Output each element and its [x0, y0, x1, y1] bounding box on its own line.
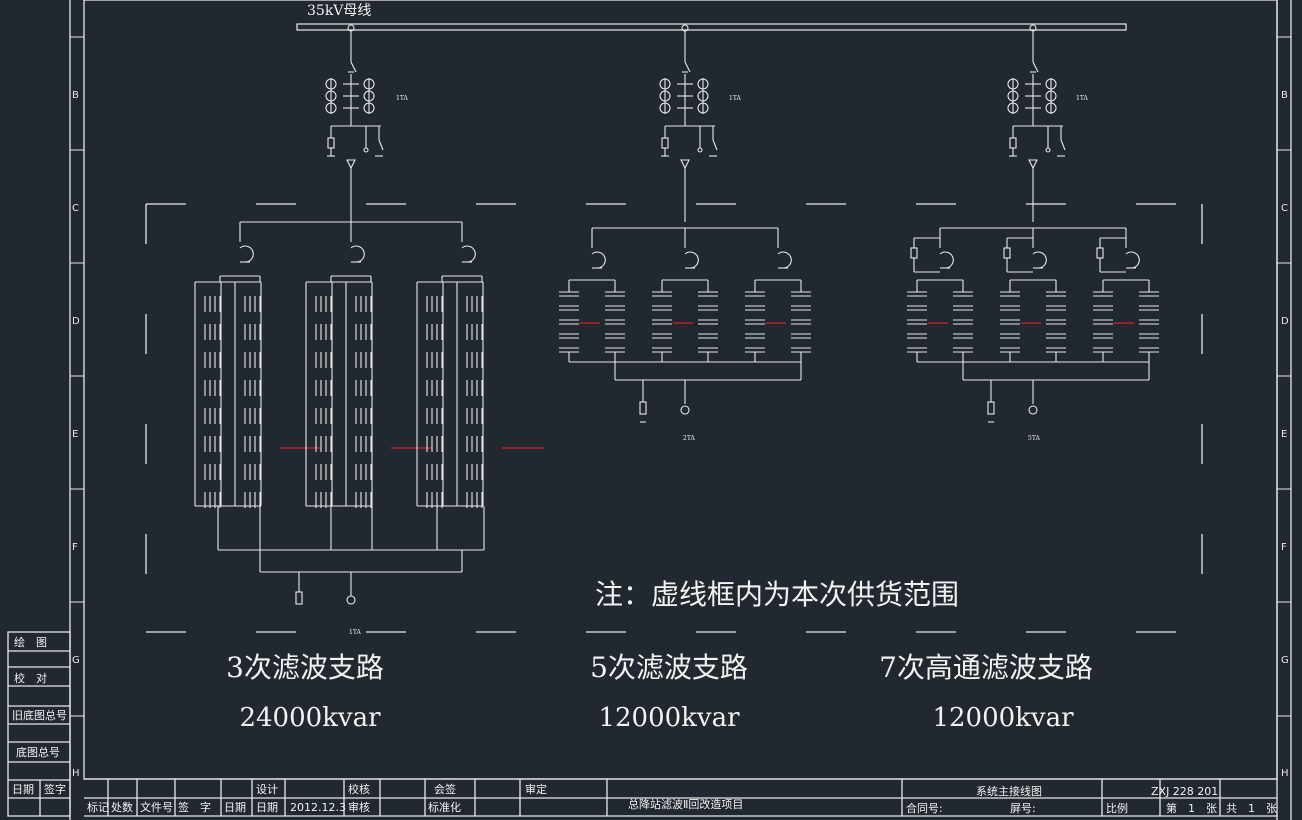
- tb-date-col: 日期: [224, 801, 246, 814]
- unbalance-ct: [1028, 405, 1038, 415]
- left-check: 校 对: [14, 671, 47, 685]
- zone-letter-right: G: [1281, 655, 1289, 666]
- branch-capacity-3rd: 24000kvar: [239, 703, 381, 733]
- tb-design: 设计: [256, 783, 278, 796]
- reactor-coil: [591, 251, 606, 269]
- tb-contract: 合同号:: [906, 801, 943, 815]
- damping-resistor: [1096, 247, 1104, 259]
- zone-letter-left: E: [72, 429, 78, 440]
- earth-switch: [1060, 139, 1066, 151]
- bank-7th: [907, 227, 1159, 423]
- reactor-coil: [461, 245, 476, 263]
- zone-letter-left: D: [72, 316, 80, 327]
- disconnector-blade: [350, 61, 357, 73]
- zone-letter-left: C: [72, 203, 79, 214]
- zone-letter-left: F: [72, 542, 78, 553]
- earth-switch: [712, 139, 718, 151]
- feed-arrow: [346, 159, 356, 170]
- tb-count: 处数: [111, 801, 133, 814]
- unbalance-ct-label-2: 2TA: [683, 435, 695, 442]
- zone-letter-left: B: [72, 90, 79, 101]
- left-draw: 绘 图: [14, 635, 47, 649]
- branch-capacity-5th: 12000kvar: [598, 703, 740, 733]
- surge-arrester: [661, 137, 669, 149]
- feed-arrow: [680, 159, 690, 170]
- branch-capacity-7th: 12000kvar: [932, 703, 1074, 733]
- surge-arrester: [987, 401, 995, 415]
- surge-arrester: [295, 591, 303, 605]
- tb-approve: 审定: [525, 782, 547, 796]
- tb-sheet: 第 1 张: [1166, 801, 1217, 815]
- left-record-block: 绘 图 校 对 旧底图总号 底图总号 日期 签字: [12, 635, 67, 796]
- unbalance-ct: [680, 405, 690, 415]
- left-old-base: 旧底图总号: [12, 708, 67, 722]
- zone-letter-right: B: [1281, 90, 1288, 101]
- left-date: 日期: [12, 783, 34, 796]
- scope-note: 注：虚线框内为本次供货范围: [595, 578, 959, 611]
- earth-switch: [378, 139, 384, 151]
- damping-resistor: [1003, 247, 1011, 259]
- zone-letter-right: F: [1281, 542, 1287, 553]
- feeder-1: [325, 24, 384, 222]
- bank-3rd: [194, 221, 544, 605]
- reactor-coil: [939, 251, 954, 269]
- tb-drawing-name: 系统主接线图: [976, 784, 1042, 798]
- unbalance-ct: [346, 595, 356, 605]
- left-base: 底图总号: [16, 745, 60, 759]
- tb-drawing-no: ZXJ 228 201: [1151, 785, 1218, 798]
- feeder-ct-label-2: 1TA: [729, 95, 741, 102]
- tb-countersign: 会签: [434, 782, 456, 796]
- tb-proofread: 校核: [348, 782, 370, 796]
- feeder-ct-label-3: 1TA: [1076, 95, 1088, 102]
- reactor-coil: [1125, 251, 1140, 269]
- zone-letter-right: H: [1281, 768, 1289, 779]
- unbalance-ct-label-1: 1TA: [349, 629, 361, 636]
- branch-name-5th: 5次滤波支路: [590, 651, 748, 684]
- damping-resistor: [910, 247, 918, 259]
- reactor-coil: [777, 251, 792, 269]
- surge-arrester: [327, 137, 335, 149]
- branch-name-7th: 7次高通滤波支路: [879, 651, 1093, 684]
- indicator: [697, 147, 703, 153]
- reactor-coil: [239, 245, 254, 263]
- tb-scale: 比例: [1106, 801, 1128, 815]
- tb-signature: 签 字: [178, 800, 211, 814]
- tb-screen: 屏号:: [1010, 802, 1036, 815]
- surge-arrester: [1009, 137, 1017, 149]
- indicator: [1045, 147, 1051, 153]
- zone-letter-left: G: [72, 655, 80, 666]
- bus-label: 35kV母线: [307, 3, 371, 19]
- busbar-35kv: 35kV母线: [296, 3, 1127, 31]
- disconnector-blade: [1032, 61, 1039, 73]
- feed-arrow: [1028, 159, 1038, 170]
- left-sign: 签字: [44, 782, 66, 796]
- tb-date-value: 2012.12.3: [290, 801, 346, 814]
- tb-file-no: 文件号: [140, 800, 173, 814]
- tb-project: 总降站滤波Ⅱ回改造项目: [628, 797, 743, 811]
- tb-review: 审核: [348, 800, 370, 814]
- zone-letter-left: H: [72, 768, 80, 779]
- tb-standardize: 标准化: [428, 800, 461, 814]
- disconnector-blade: [684, 61, 691, 73]
- tb-mark: 标记: [87, 800, 109, 814]
- tb-date-label: 日期: [256, 801, 278, 814]
- branch-name-3rd: 3次滤波支路: [226, 651, 384, 684]
- tb-total: 共 1 张: [1226, 802, 1277, 815]
- zone-letter-right: C: [1281, 203, 1288, 214]
- zone-letter-right: E: [1281, 429, 1287, 440]
- feeder-2: [659, 24, 718, 222]
- indicator: [363, 147, 369, 153]
- title-block: 标记 处数 文件号 签 字 日期 设计 日期 2012.12.3 校核 审核 会…: [87, 782, 1277, 815]
- surge-arrester: [639, 401, 647, 415]
- zone-letter-right: D: [1281, 316, 1289, 327]
- feeder-3: [1007, 24, 1066, 222]
- bank-5th: [559, 227, 811, 423]
- feeder-ct-label-1: 1TA: [396, 95, 408, 102]
- reactor-coil: [350, 245, 365, 263]
- reactor-coil: [684, 251, 699, 269]
- unbalance-ct-label-3: 5TA: [1028, 435, 1040, 442]
- reactor-coil: [1032, 251, 1047, 269]
